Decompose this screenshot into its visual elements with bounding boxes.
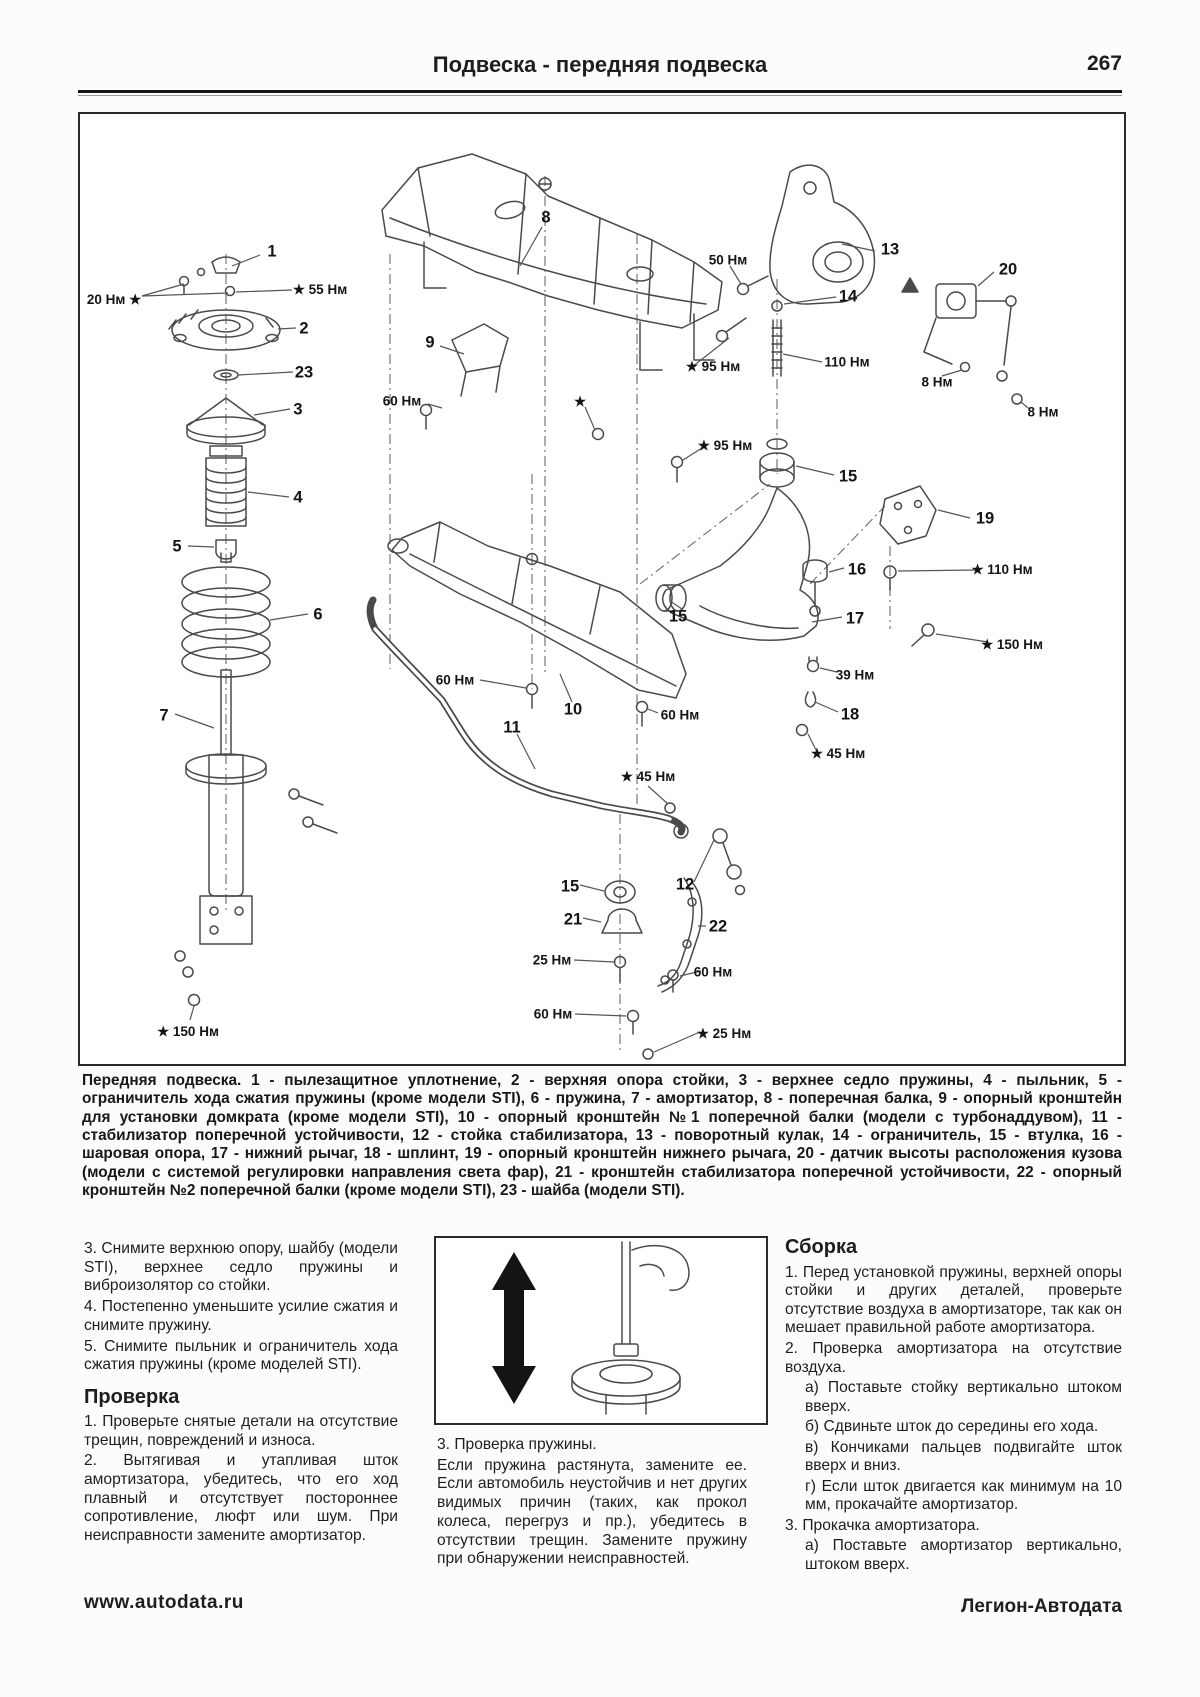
torque-label: ★ 150 Нм [157,1024,219,1039]
footer-publisher: Легион-Автодата [961,1596,1122,1617]
inspection-step-1: 1. Проверьте снятые детали на отсутствие… [84,1412,398,1449]
middle-column: 3. Проверка пружины. Если пружина растян… [437,1436,747,1571]
torque-label: 20 Нм ★ [86,292,142,307]
up-down-arrow-icon [492,1252,536,1404]
assembly-step-2b: б) Сдвиньте шток до середины его хода. [805,1418,1099,1436]
part-number-label: 19 [975,509,995,528]
torque-label: 60 Нм [533,1006,573,1022]
header-rule-thin [78,95,1122,96]
torque-label: 60 Нм [693,964,733,980]
right-column: Сборка 1. Перед установкой пружины, верх… [785,1236,1122,1577]
spring-check-step: 3. Проверка пружины. [437,1436,597,1453]
part-number-label: 4 [293,488,303,507]
torque-label: ★ 110 Нм [971,562,1033,577]
part-number-label: 15 [668,607,688,626]
torque-label: 8 Нм [1027,404,1059,420]
header-rule [78,90,1122,93]
part-number-label: 13 [880,240,900,259]
torque-label: ★ 45 Нм [810,746,866,761]
part-number-label: 15 [838,467,858,486]
part-number-label: 2 [299,319,309,338]
suspension-diagram-art [141,153,1029,1060]
torque-label: 60 Нм [382,393,422,409]
part-number-label: 1 [267,242,277,261]
part-number-label: 20 [998,260,1018,279]
part-number-label: 5 [172,537,182,556]
part-number-label: 15 [560,877,580,896]
torque-label: 39 Нм [835,667,875,683]
assembly-heading: Сборка [785,1236,858,1258]
part-number-label: 7 [159,706,169,725]
page-number: 267 [1086,52,1122,75]
page-title: Подвеска - передняя подвеска [432,52,768,77]
part-number-label: 14 [838,287,858,306]
torque-label: ★ 45 Нм [620,769,676,784]
shock-check-art [492,1241,690,1415]
part-number-label: 10 [563,700,583,719]
part-number-label: 23 [294,363,314,382]
part-number-label: 17 [845,609,865,628]
inspection-heading: Проверка [84,1385,180,1408]
assembly-step-3a: а) Поставьте амортизатор вертикально, шт… [805,1537,1122,1573]
shock-check-figure [434,1236,768,1425]
part-number-label: 11 [503,718,521,737]
spring-check-body: Если пружина растянута, замените ее. Есл… [437,1456,747,1568]
step-5-remove-boot: 5. Снимите пыльник и ограничитель хода с… [84,1337,398,1374]
torque-label: ★ 95 Нм [685,359,741,374]
footer-site-link[interactable]: www.autodata.ru [84,1592,244,1613]
torque-label: 25 Нм [532,952,572,968]
torque-label: ★ 25 Нм [696,1026,752,1041]
assembly-step-3: 3. Прокачка амортизатора. [785,1516,980,1534]
torque-label: 60 Нм [660,707,700,723]
part-number-label: 3 [293,400,303,419]
torque-label: 50 Нм [708,252,748,268]
part-number-label: 12 [675,875,695,894]
assembly-step-1: 1. Перед установкой пружины, верхней опо… [785,1263,1122,1337]
part-number-label: 6 [313,605,323,624]
suspension-exploded-diagram: 1 20 Нм ★ ★ 55 Нм 2 23 3 4 5 6 7 ★ 150 Нм 8 9 60 Нм ★ ★… [78,112,1126,1066]
torque-label: 60 Нм [435,672,475,688]
part-number-label: 8 [541,208,551,227]
part-number-label: 22 [708,917,728,936]
torque-label: ★ 150 Нм [981,637,1043,652]
inspection-step-2: 2. Вытягивая и утапливая шток амортизато… [84,1452,398,1545]
assembly-step-2v: в) Кончиками пальцев подвигайте шток вве… [805,1438,1122,1475]
part-number-label: 16 [847,560,867,579]
part-number-label: 18 [840,705,860,724]
torque-label: 110 Нм [824,354,870,370]
assembly-step-2g: г) Если шток двигается как минимум на 10… [805,1477,1122,1514]
step-3-remove-upper-support: 3. Снимите верхнюю опору, шайбу (модели … [84,1240,398,1295]
torque-label: ★ 55 Нм [292,282,348,297]
step-4-release-compression: 4. Постепенно уменьшите усилие сжатия и … [84,1298,398,1334]
torque-label: 8 Нм [921,374,953,390]
assembly-step-2a: а) Поставьте стойку вертикально штоком в… [805,1379,1122,1415]
left-column: 3. Снимите верхнюю опору, шайбу (модели … [84,1240,398,1548]
diagram-caption: Передняя подвеска. 1 - пылезащитное упло… [82,1072,1122,1199]
torque-label: ★ 95 Нм [697,438,753,453]
torque-label: ★ [573,394,587,409]
part-number-label: 9 [425,333,435,352]
assembly-step-2: 2. Проверка амортизатора на отсутствие в… [785,1339,1122,1376]
part-number-label: 21 [563,910,583,929]
